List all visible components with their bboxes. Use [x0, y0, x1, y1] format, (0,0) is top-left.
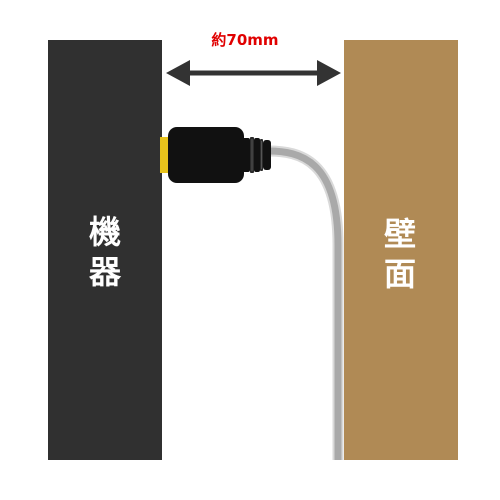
wall-label: 壁 面 [370, 214, 430, 294]
device-block [48, 40, 162, 460]
cable [267, 145, 344, 460]
device-label-line2: 器 [88, 253, 121, 291]
wall-label-line1: 壁 [383, 215, 416, 253]
connector-plug [168, 127, 271, 183]
device-label: 機 器 [75, 212, 135, 292]
dimension-arrow [166, 60, 341, 86]
dimension-label: 約70mm [211, 31, 279, 49]
device-label-line1: 機 [88, 213, 121, 251]
wall-block [344, 40, 458, 460]
wall-label-line2: 面 [383, 255, 416, 293]
